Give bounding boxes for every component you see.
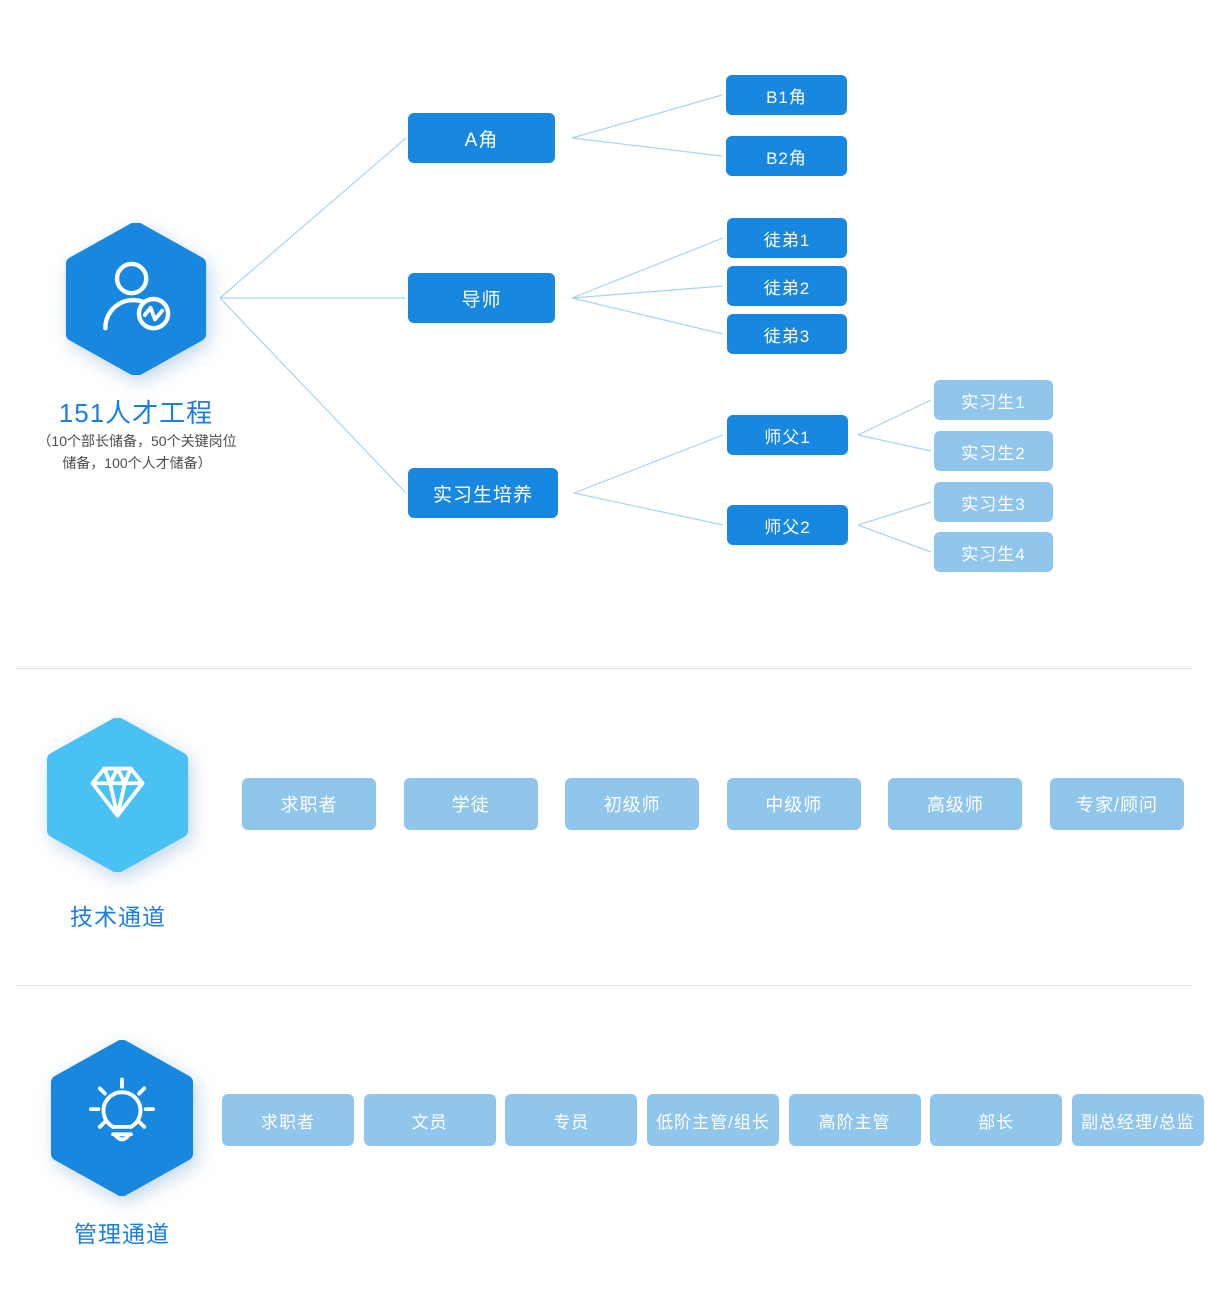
node-master-1: 师父1	[727, 415, 848, 455]
connector-line	[857, 524, 932, 553]
project-title: 151人才工程	[58, 398, 214, 428]
stage-clerk: 文员	[363, 1094, 496, 1146]
stage-junior: 初级师	[565, 778, 700, 830]
node-b1-role: B1角	[726, 75, 847, 115]
connector-line	[571, 137, 723, 157]
node-intern-4: 实习生4	[934, 532, 1053, 572]
diamond-icon	[90, 766, 145, 818]
connector-line	[219, 137, 407, 299]
stage-junior-supervisor: 低阶主管/组长	[646, 1094, 779, 1146]
node-apprentice-2: 徒弟2	[727, 266, 847, 306]
tech-channel-hexagon	[44, 718, 191, 872]
project-subtitle-line1: （10个部长储备，50个关键岗位	[37, 433, 237, 449]
node-apprentice-1: 徒弟1	[727, 218, 847, 258]
lightbulb-icon	[88, 1077, 156, 1142]
connector-line	[857, 501, 932, 526]
stage-senior: 高级师	[888, 778, 1023, 830]
connector-line	[573, 434, 724, 494]
section-divider	[16, 668, 1192, 669]
stage-apprentice: 学徒	[403, 778, 538, 830]
connector-line	[857, 434, 932, 452]
project-subtitle: （10个部长储备，50个关键岗位 储备，100个人才储备）	[37, 430, 236, 474]
node-intern-1: 实习生1	[934, 380, 1053, 420]
stage-job-seeker: 求职者	[222, 1094, 354, 1146]
user-chart-icon	[103, 261, 171, 331]
stage-senior-supervisor: 高阶主管	[788, 1094, 921, 1146]
stage-minister: 部长	[930, 1094, 1063, 1146]
stage-vp-director: 副总经理/总监	[1071, 1094, 1204, 1146]
section-divider	[16, 985, 1192, 986]
node-apprentice-3: 徒弟3	[727, 314, 847, 354]
mgmt-channel-hexagon	[48, 1040, 196, 1196]
connector-line	[857, 399, 932, 436]
connector-line	[571, 285, 724, 299]
stage-job-seeker: 求职者	[242, 778, 376, 830]
project-subtitle-line2: 储备，100个人才储备）	[62, 455, 212, 471]
node-intern-2: 实习生2	[934, 431, 1053, 471]
node-a-role: A角	[408, 113, 555, 163]
connector-line	[571, 297, 724, 335]
stage-specialist: 专员	[505, 1094, 638, 1146]
connector-line	[219, 297, 407, 494]
mgmt-channel-stages: 求职者 文员 专员 低阶主管/组长 高阶主管 部长 副总经理/总监	[222, 1094, 1204, 1146]
stage-intermediate: 中级师	[726, 778, 861, 830]
project-hexagon	[63, 223, 209, 375]
connector-line	[573, 492, 724, 526]
node-mentor: 导师	[408, 273, 555, 323]
tech-channel-stages: 求职者 学徒 初级师 中级师 高级师 专家/顾问	[242, 778, 1184, 830]
node-b2-role: B2角	[726, 136, 847, 176]
stage-expert-consultant: 专家/顾问	[1049, 778, 1184, 830]
node-intern-training: 实习生培养	[408, 468, 558, 518]
mgmt-channel-title: 管理通道	[74, 1221, 170, 1247]
tech-channel-title: 技术通道	[70, 904, 166, 930]
connector-line	[571, 94, 723, 139]
connector-line	[571, 237, 724, 299]
node-intern-3: 实习生3	[934, 482, 1053, 522]
node-master-2: 师父2	[727, 505, 848, 545]
